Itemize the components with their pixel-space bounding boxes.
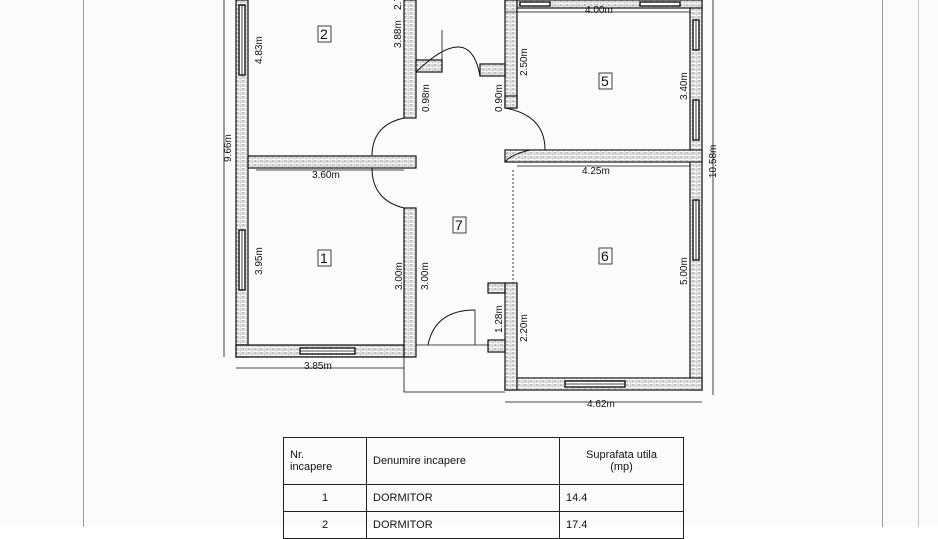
header-room-name: Denumire incapere [366,437,560,485]
dimension-lines [223,0,714,403]
dim-500: 5.00m [679,257,690,285]
scan-edge-right [882,0,883,527]
dim-098: 0.98m [421,84,432,112]
cell-room-area: 17.4 [559,511,684,539]
scan-edge-left [83,0,84,527]
dim-300a: 3.00m [394,262,405,290]
header-room-number: Nr. incapere [283,437,367,485]
floor-plan: 2 1 5 6 7 2.70 4.00m 4.83m 3.88m 2.50m 3… [223,0,719,410]
dim-395: 3.95m [254,247,265,275]
room-number-2: 2 [320,26,328,42]
dim-462: 4.62m [587,399,615,410]
dim-250: 2.50m [519,48,530,76]
dim-090: 0.90m [494,84,505,112]
dim-483: 4.83m [254,36,265,64]
cell-room-name: DORMITOR [366,511,560,539]
doors [371,30,546,346]
header-usable-area: Suprafata utila (mp) [559,437,684,485]
dim-966: 9.66m [223,134,234,162]
room-labels: 2 1 5 6 7 [317,25,613,267]
dim-385: 3.85m [304,361,332,372]
cell-room-name: DORMITOR [366,484,560,512]
scan-edge-far-right [918,0,919,527]
room-number-1: 1 [320,250,328,266]
cell-room-number: 1 [283,484,367,512]
dim-388: 3.88m [393,20,404,48]
room-number-7: 7 [455,217,463,233]
windows [238,1,700,388]
cell-room-number: 2 [283,511,367,539]
outer-walls [235,0,703,391]
room-number-5: 5 [601,73,609,89]
interior-walls [247,0,703,391]
dim-270: 2.70 [393,0,404,10]
rooms-area-table: Nr. incapere Denumire incapere Suprafata… [283,437,684,539]
dim-300b: 3.00m [420,262,431,290]
dim-220: 2.20m [519,314,530,342]
dim-128: 1.28m [494,305,505,333]
dim-360: 3.60m [312,170,340,181]
table-row: 1 DORMITOR 14.4 [283,484,684,512]
table-row: 2 DORMITOR 17.4 [283,511,684,539]
dim-1058: 10.58m [708,145,719,178]
table-header-row: Nr. incapere Denumire incapere Suprafata… [283,437,684,485]
dim-400: 4.00m [585,5,613,16]
room-number-6: 6 [601,248,609,264]
dim-425: 4.25m [582,166,610,177]
cell-room-area: 14.4 [559,484,684,512]
dim-340: 3.40m [679,72,690,100]
dimension-labels: 2.70 4.00m 4.83m 3.88m 2.50m 3.40m 9.66m… [223,0,719,410]
